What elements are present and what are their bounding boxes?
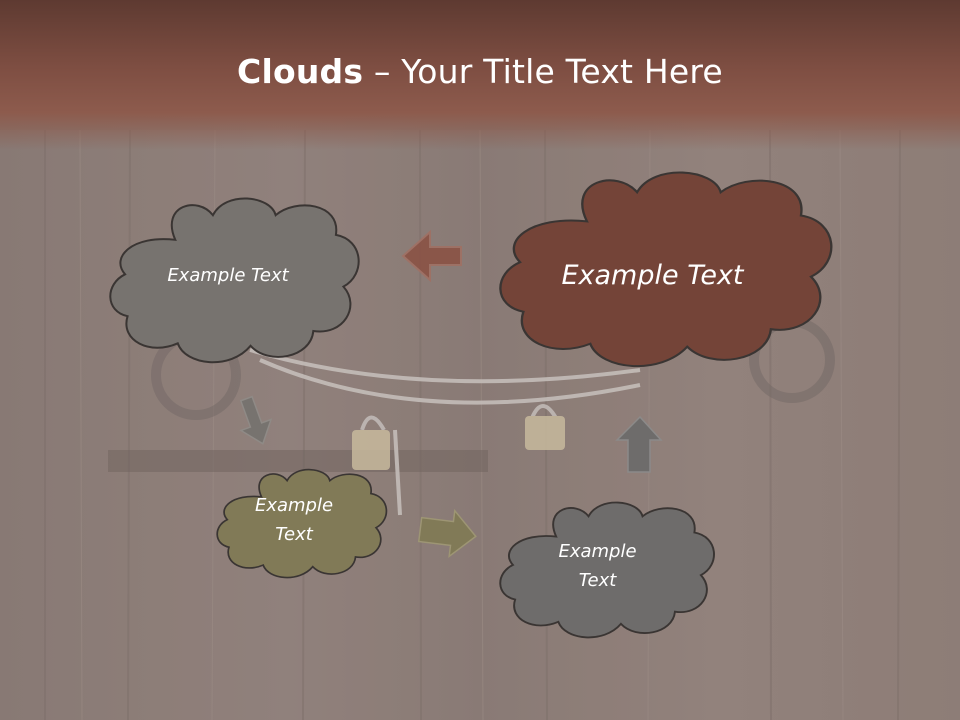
arrow-up-icon	[615, 415, 663, 473]
cloud-bottom-left-text: Example Text	[254, 495, 334, 545]
title-separator: –	[363, 52, 402, 91]
title-text: Your Title Text Here	[401, 52, 723, 91]
cloud-top-left-text: Example Text	[167, 264, 289, 286]
arrow-left-icon	[401, 229, 462, 283]
cloud-top-right-text: Example Text	[561, 259, 744, 291]
arrow-right-icon	[417, 508, 477, 558]
title-bar	[0, 0, 960, 150]
arrow-down-icon	[239, 395, 273, 445]
cloud-bottom-right-text: Example Text	[558, 541, 637, 591]
slide-title[interactable]: Clouds – Your Title Text Here	[0, 52, 960, 91]
title-bold: Clouds	[237, 52, 364, 91]
